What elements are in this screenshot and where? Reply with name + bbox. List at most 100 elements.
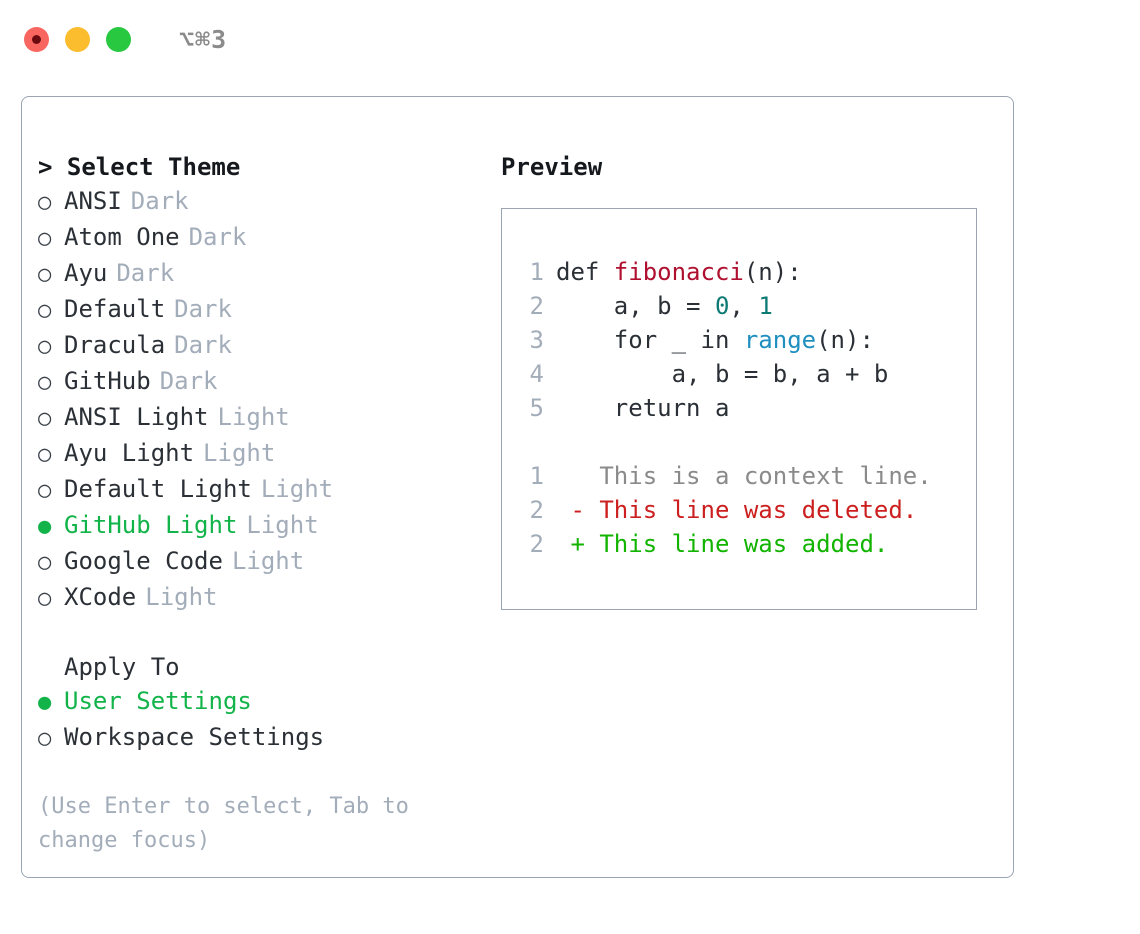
theme-option-label: Default Light [64,475,252,503]
radio-unselected-icon: ○ [38,226,52,251]
diff-line-deleted: 2 - This line was deleted. [502,493,976,527]
keyboard-hint-text: (Use Enter to select, Tab to change focu… [38,794,409,853]
builtin-token: range [743,326,817,354]
code-line: 2 a, b = 0, 1 [502,289,976,323]
theme-option-label: XCode [64,583,137,611]
theme-variant-badge: Dark [188,223,247,251]
line-number: 3 [529,326,544,354]
apply-to-option-label: User Settings [64,687,252,715]
theme-option-label: Atom One [64,223,180,251]
theme-option-label: ANSI Light [64,403,209,431]
theme-option-ansi[interactable]: ○ ANSI Dark [38,184,488,220]
theme-variant-badge: Dark [130,187,189,215]
theme-option-label: Default [64,295,166,323]
radio-unselected-icon: ○ [38,478,52,503]
line-number: 1 [529,462,544,490]
function-name-token: fibonacci [613,258,744,286]
theme-option-xcode[interactable]: ○ XCode Light [38,580,488,616]
diff-sign: + [556,530,600,558]
close-button[interactable] [24,26,49,52]
window-controls [24,26,131,52]
code-line: 3 for _ in range(n): [502,323,976,357]
theme-option-dracula[interactable]: ○ Dracula Dark [38,328,488,364]
theme-option-default[interactable]: ○ Default Dark [38,292,488,328]
minimize-button[interactable] [65,26,90,52]
code-token: return a [556,394,730,422]
radio-unselected-icon: ○ [38,726,52,751]
code-line: 5 return a [502,391,976,425]
theme-option-label: Dracula [64,331,166,359]
code-token: a, b = [556,292,715,320]
diff-line-added: 2 + This line was added. [502,527,976,561]
code-token: for _ in [556,326,744,354]
theme-option-atom-one[interactable]: ○ Atom One Dark [38,220,488,256]
diff-text: This line was deleted. [599,496,918,524]
diff-text: This line was added. [599,530,889,558]
theme-variant-badge: Dark [174,295,232,323]
theme-option-label: GitHub Light [64,511,238,539]
theme-option-label: Ayu Light [64,439,195,467]
theme-option-ansi-light[interactable]: ○ ANSI Light Light [38,400,488,436]
radio-unselected-icon: ○ [38,298,52,323]
theme-variant-badge: Dark [116,259,175,287]
apply-to-option-workspace-settings[interactable]: ○ Workspace Settings [38,720,488,756]
theme-option-default-light[interactable]: ○ Default Light Light [38,472,488,508]
select-theme-heading: > Select Theme [38,153,241,181]
theme-option-label: GitHub [64,367,151,395]
maximize-button[interactable] [106,26,131,52]
preview-heading: Preview [501,153,603,181]
theme-variant-badge: Light [203,439,276,467]
radio-unselected-icon: ○ [38,586,52,611]
theme-option-label: ANSI [64,187,122,215]
apply-to-option-list: ● User Settings ○ Workspace Settings [38,684,488,756]
theme-variant-badge: Light [145,583,218,611]
theme-option-label: Ayu [64,259,108,287]
line-number: 2 [529,530,544,558]
line-number: 2 [529,496,544,524]
line-number: 2 [529,292,544,320]
code-token: (n): [743,258,802,286]
line-number: 1 [529,258,544,286]
title-bar: ⌥⌘3 [0,0,1140,78]
radio-selected-icon: ● [38,690,52,715]
code-token: , [729,292,759,320]
spacer [38,616,488,650]
radio-unselected-icon: ○ [38,334,52,359]
theme-variant-badge: Dark [174,331,232,359]
radio-unselected-icon: ○ [38,370,52,395]
code-line: 1 def fibonacci(n): [502,255,976,289]
theme-variant-badge: Light [260,475,334,503]
spacer [502,425,976,459]
line-number: 5 [529,394,544,422]
diff-sign: - [556,496,600,524]
radio-unselected-icon: ○ [38,406,52,431]
apply-to-option-user-settings[interactable]: ● User Settings [38,684,488,720]
spacer [38,756,488,790]
code-token: (n): [816,326,874,354]
theme-variant-badge: Light [231,547,305,575]
diff-sample: 1 This is a context line.2 - This line w… [502,459,976,561]
code-token: def [556,258,614,286]
theme-variant-badge: Light [217,403,290,431]
code-token: a, b = b, a + b [556,360,889,388]
code-line: 4 a, b = b, a + b [502,357,976,391]
number-token: 0 [714,292,730,320]
keyboard-shortcut-label: ⌥⌘3 [179,24,228,54]
apply-to-option-label: Workspace Settings [64,723,325,751]
diff-sign [556,459,599,493]
line-number: 4 [529,360,544,388]
radio-unselected-icon: ○ [38,190,52,215]
theme-option-label: Google Code [64,547,223,575]
